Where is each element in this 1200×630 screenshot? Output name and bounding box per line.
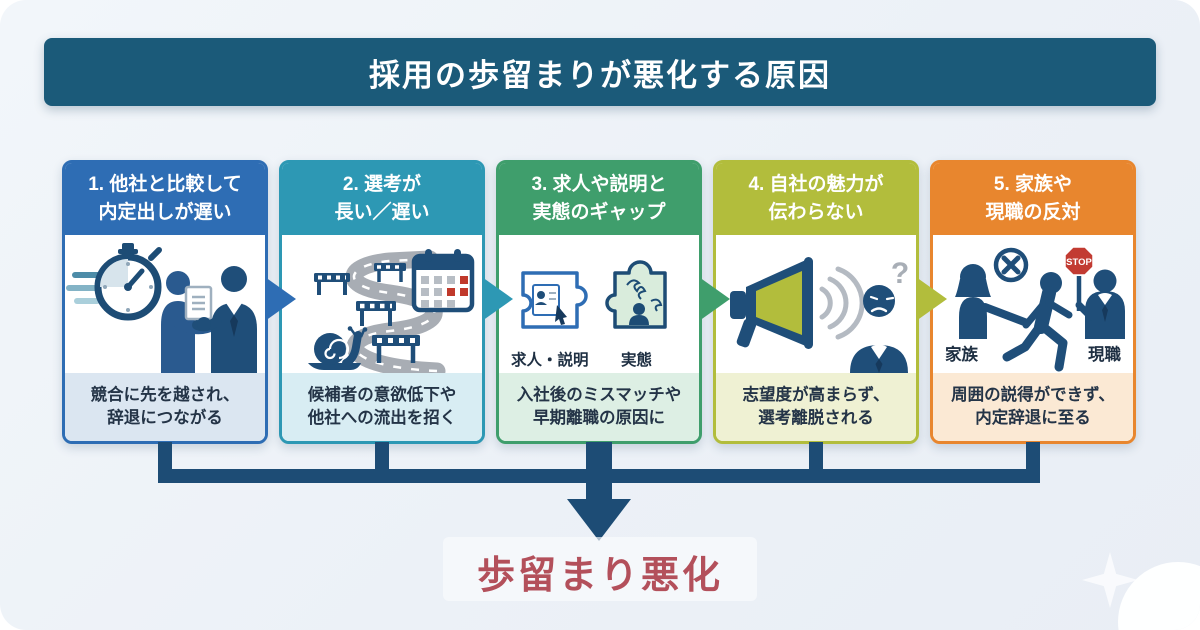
page-title: 採用の歩留まりが悪化する原因: [369, 57, 831, 93]
connector-stub-5: [1026, 442, 1040, 472]
cause-card-4: 4. 自社の魅力が 伝わらない ?: [713, 160, 919, 444]
cause-card-1-consequence: 競合に先を越され、 辞退につながる: [65, 373, 265, 441]
cause-card-3: 3. 求人や説明と 実態のギャップ 求人・説明 実態 入社後のミスマ: [496, 160, 702, 444]
cause-card-2-illustration: [282, 235, 482, 373]
connector-stub-1: [158, 442, 172, 472]
cause-card-2: 2. 選考が 長い／遅い: [279, 160, 485, 444]
cause-card-3-consequence: 入社後のミスマッチや 早期離職の原因に: [499, 373, 699, 441]
cause-card-5-consequence: 周囲の説得ができず、 内定辞退に至る: [933, 373, 1133, 441]
connector-center-stem: [586, 442, 612, 501]
chevron-right-icon-2: [482, 277, 513, 321]
chevron-right-icon-3: [699, 277, 730, 321]
connector-stub-4: [809, 442, 823, 472]
cause-card-5-header: 5. 家族や 現職の反対: [933, 163, 1133, 235]
puzzle-label-reality: 実態: [621, 352, 653, 369]
cause-card-2-header: 2. 選考が 長い／遅い: [282, 163, 482, 235]
cause-card-1: 1. 他社と比較して 内定出しが遅い: [62, 160, 268, 444]
figure-label-current-job: 現職: [1088, 346, 1121, 364]
connector-stub-2: [375, 442, 389, 472]
family-block-stop-sign-icon: STOP: [955, 245, 1125, 372]
cause-card-5: 5. 家族や 現職の反対 STOP: [930, 160, 1136, 444]
down-arrow-icon: [567, 499, 631, 541]
title-banner: 採用の歩留まりが悪化する原因: [44, 38, 1156, 106]
cause-card-3-illustration: 求人・説明 実態: [499, 235, 699, 373]
cause-card-4-consequence: 志望度が高まらず、 選考離脱される: [716, 373, 916, 441]
winding-road-hurdles-snail-calendar-icon: [308, 249, 475, 373]
cause-card-4-header: 4. 自社の魅力が 伝わらない: [716, 163, 916, 235]
speedy-stopwatch-offer-handshake-icon: [66, 243, 257, 373]
chevron-right-icon-1: [265, 277, 296, 321]
mismatched-puzzle-pieces-icon: [521, 260, 667, 329]
megaphone-confused-listener-icon: ?: [730, 257, 909, 373]
cause-card-3-header: 3. 求人や説明と 実態のギャップ: [499, 163, 699, 235]
outcome-highlight-band: [443, 537, 757, 601]
cause-card-2-consequence: 候補者の意欲低下や 他社への流出を招く: [282, 373, 482, 441]
figure-label-family: 家族: [945, 346, 978, 364]
chevron-right-icon-4: [916, 277, 947, 321]
cause-card-5-illustration: STOP 家族 現職: [933, 235, 1133, 373]
puzzle-label-posting: 求人・説明: [511, 352, 589, 369]
cause-card-4-illustration: ?: [716, 235, 916, 373]
stop-sign-label: STOP: [1066, 257, 1092, 268]
cause-card-1-header: 1. 他社と比較して 内定出しが遅い: [65, 163, 265, 235]
question-mark-glyph: ?: [891, 257, 909, 290]
outcome-label: 歩留まり悪化: [476, 555, 723, 597]
cause-card-1-illustration: [65, 235, 265, 373]
